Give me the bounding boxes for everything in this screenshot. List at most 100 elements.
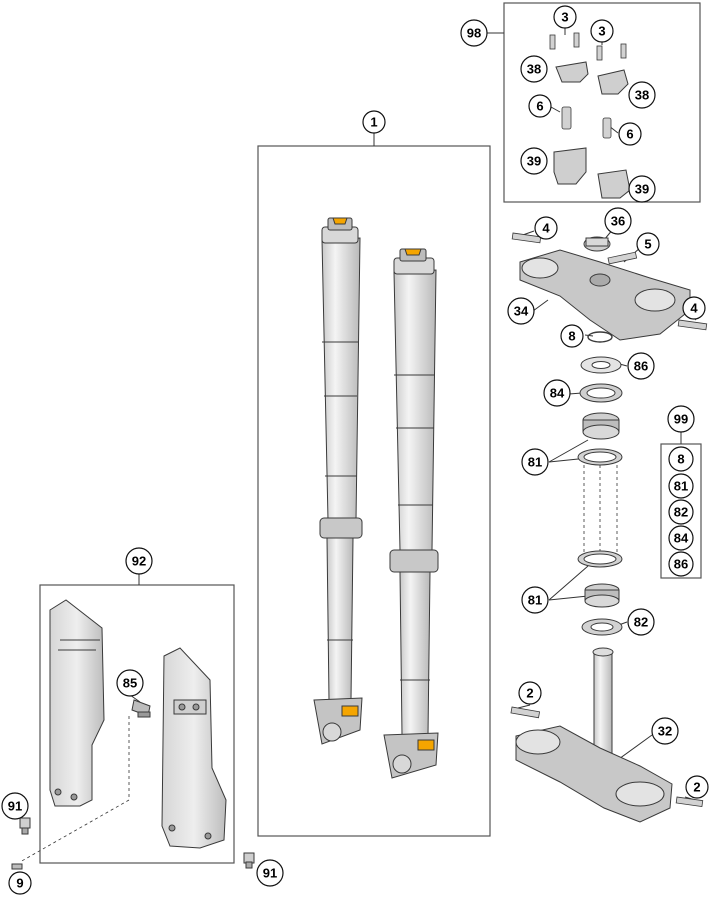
- svg-text:6: 6: [536, 99, 543, 114]
- callout-98: 98: [460, 19, 488, 47]
- callout-91-right: 91: [256, 859, 284, 887]
- callout-6-right: 6: [618, 122, 642, 146]
- callout-2-right: 2: [685, 775, 709, 799]
- clamp-upper-38: [555, 61, 629, 95]
- svg-text:1: 1: [370, 115, 377, 130]
- svg-text:36: 36: [611, 214, 625, 229]
- callout-86: 86: [627, 352, 655, 380]
- svg-text:9: 9: [16, 876, 23, 891]
- clamp-screws-3: [549, 32, 627, 61]
- svg-text:86: 86: [674, 557, 688, 572]
- bolt-5: [607, 251, 638, 265]
- callout-3-right: 3: [590, 19, 614, 43]
- fork-leg-left: [313, 217, 363, 745]
- svg-text:81: 81: [528, 593, 542, 608]
- svg-text:91: 91: [263, 866, 277, 881]
- svg-text:34: 34: [514, 304, 529, 319]
- svg-text:81: 81: [674, 479, 688, 494]
- kit-99-item: 86: [668, 551, 694, 577]
- callout-81-lower: 81: [521, 586, 549, 614]
- svg-text:39: 39: [635, 182, 649, 197]
- svg-text:3: 3: [598, 24, 605, 39]
- svg-text:2: 2: [693, 780, 700, 795]
- kit-99-list: 8 81 82 84 86: [668, 446, 694, 577]
- callout-3-left: 3: [553, 5, 577, 29]
- handlebar-clamp-box: [503, 2, 701, 203]
- callout-36: 36: [604, 207, 632, 235]
- bolt-2-left: [510, 706, 541, 719]
- bolt-4-side: [677, 319, 708, 331]
- seal-86: [580, 356, 622, 374]
- callout-5: 5: [636, 232, 660, 256]
- seal-82: [581, 618, 623, 636]
- bearing-race-81-upper: [577, 448, 623, 466]
- kit-99-item: 82: [668, 499, 694, 525]
- callout-8: 8: [560, 324, 584, 348]
- callout-4-top: 4: [534, 216, 558, 240]
- svg-text:84: 84: [550, 386, 565, 401]
- svg-text:99: 99: [674, 412, 688, 427]
- callout-2-left: 2: [518, 681, 542, 705]
- kit-99-item: 84: [668, 525, 694, 551]
- callout-85: 85: [116, 669, 144, 697]
- dashed-guides: [19, 465, 618, 863]
- svg-text:4: 4: [690, 301, 698, 316]
- bolt-2-right: [675, 796, 704, 808]
- o-ring-8: [587, 331, 613, 343]
- clip-85-part: [131, 699, 151, 718]
- callouts: 1 92 85 91 9 91 98 3 3 38 38 6 6 39 39 4…: [1, 5, 709, 895]
- fork-assembly-box: [257, 145, 491, 837]
- callout-1: 1: [362, 110, 386, 134]
- callout-92: 92: [125, 547, 153, 575]
- upper-triple-clamp-34: [519, 249, 691, 341]
- screw-91-left: [19, 817, 31, 835]
- svg-text:82: 82: [634, 615, 648, 630]
- svg-text:38: 38: [635, 88, 649, 103]
- svg-text:84: 84: [674, 531, 689, 546]
- svg-text:81: 81: [528, 455, 542, 470]
- callout-84: 84: [543, 379, 571, 407]
- svg-text:39: 39: [527, 154, 541, 169]
- fork-protector-box: [39, 584, 235, 864]
- clamp-bolts-6: [561, 106, 612, 139]
- lower-triple-clamp-32: [515, 647, 673, 823]
- svg-text:92: 92: [132, 554, 146, 569]
- bearing-81-lower: [584, 583, 620, 608]
- screw-91-right: [243, 852, 255, 869]
- callout-34: 34: [507, 297, 535, 325]
- clamp-lower-39: [553, 147, 631, 199]
- svg-text:8: 8: [677, 452, 684, 467]
- fork-protector-right: [161, 647, 227, 849]
- svg-text:85: 85: [123, 676, 137, 691]
- callout-6-left: 6: [528, 94, 552, 118]
- kit-99-item: 8: [668, 446, 694, 472]
- callout-38-left: 38: [520, 55, 548, 83]
- callout-39-right: 39: [628, 175, 656, 203]
- svg-text:6: 6: [626, 127, 633, 142]
- ring-84: [579, 383, 623, 403]
- fork-protector-left: [49, 599, 105, 807]
- svg-text:98: 98: [467, 26, 481, 41]
- svg-text:8: 8: [568, 329, 575, 344]
- svg-text:32: 32: [658, 724, 672, 739]
- svg-text:2: 2: [526, 686, 533, 701]
- callout-9: 9: [8, 871, 32, 895]
- bolt-4-top: [511, 232, 542, 244]
- steering-nut-36: [583, 236, 611, 252]
- bearing-race-81-lower: [577, 550, 623, 568]
- kit-99-item: 81: [668, 473, 694, 499]
- callout-39-left: 39: [520, 147, 548, 175]
- svg-text:38: 38: [527, 62, 541, 77]
- callout-82: 82: [627, 608, 655, 636]
- svg-text:82: 82: [674, 505, 688, 520]
- callout-81-upper: 81: [521, 448, 549, 476]
- svg-text:91: 91: [8, 799, 22, 814]
- callout-99: 99: [667, 405, 695, 433]
- svg-text:86: 86: [634, 359, 648, 374]
- bearing-81-upper: [582, 412, 620, 440]
- svg-text:4: 4: [542, 221, 550, 236]
- callout-38-right: 38: [628, 81, 656, 109]
- callout-32: 32: [651, 717, 679, 745]
- screw-9: [11, 863, 23, 870]
